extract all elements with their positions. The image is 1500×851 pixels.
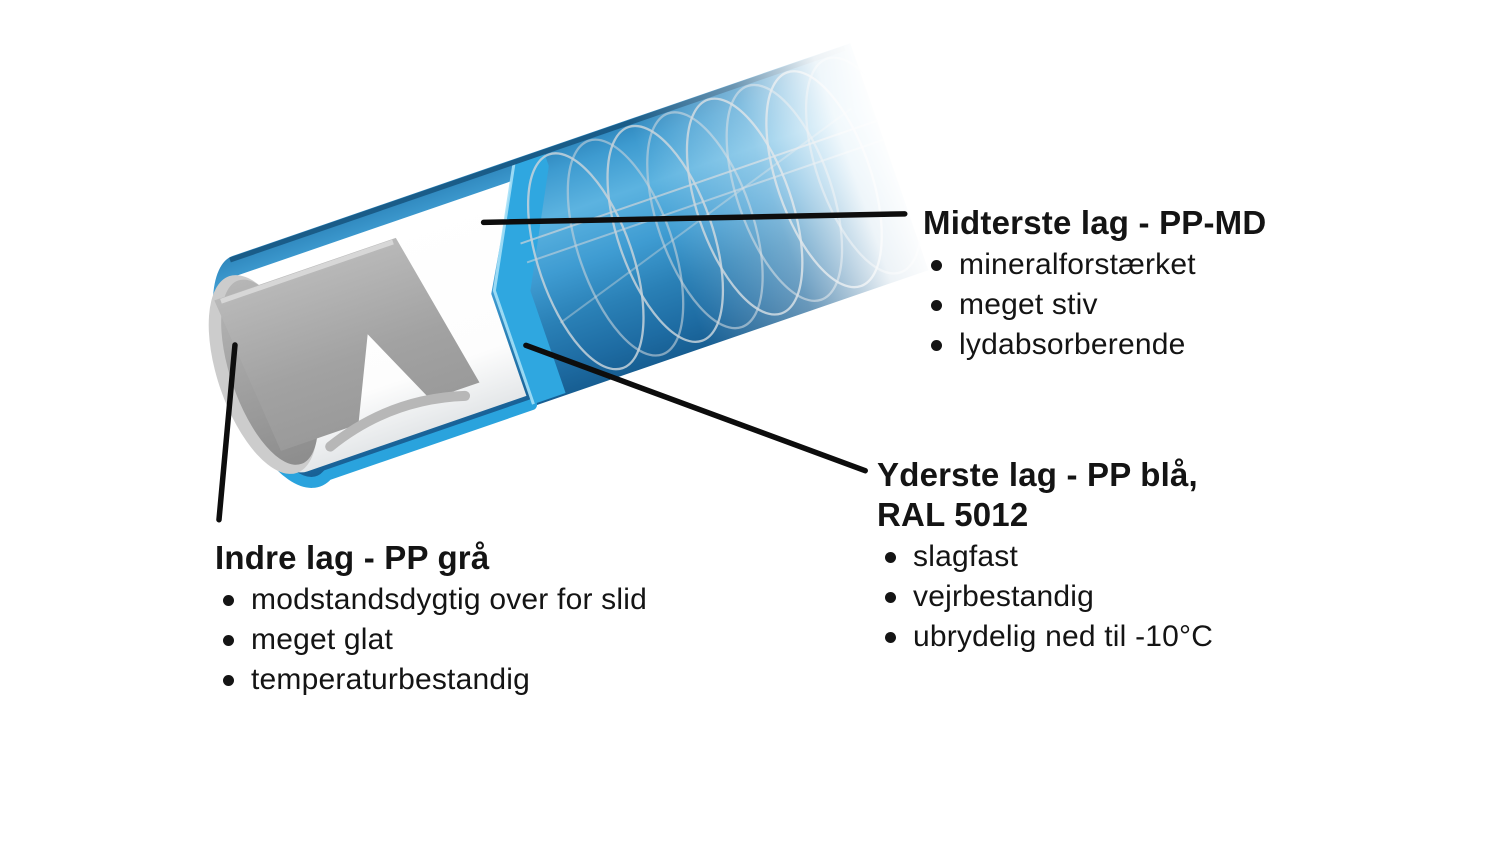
bullet-text: modstandsdygtig over for slid [251,583,647,616]
bullet-dot-icon [223,595,234,606]
leader-line-indre [216,342,238,523]
bullet-dot-icon [931,260,942,271]
bullet-dot-icon [223,635,234,646]
label-midterste-lag: Midterste lag - PP-MD mineralforstærket … [923,203,1266,365]
leader-line-yderste [523,342,868,474]
midterste-bullet: mineralforstærket [923,245,1266,285]
pipe-inner-bottom-edge [325,390,471,452]
label-yderste-lag: Yderste lag - PP blå, RAL 5012 slagfast … [877,455,1213,657]
midterste-bullet: meget stiv [923,285,1266,325]
yderste-bullet: slagfast [877,537,1213,577]
pipe-inner-layer [214,237,480,451]
pipe-cut-edge-highlight [492,163,535,405]
bullet-text: meget glat [251,623,394,656]
indre-bullet: modstandsdygtig over for slid [215,580,647,620]
bullet-text: slagfast [913,540,1018,573]
pipe-inner-top-highlight [220,239,394,304]
yderste-title-line2: RAL 5012 [877,496,1029,533]
bullet-text: mineralforstærket [959,248,1196,281]
yderste-bullet: ubrydelig ned til -10°C [877,617,1213,657]
bullet-dot-icon [885,592,896,603]
yderste-title-line1: Yderste lag - PP blå, [877,456,1198,493]
bullet-text: meget stiv [959,288,1098,321]
bullet-dot-icon [885,632,896,643]
indre-bullet: meget glat [215,620,647,660]
bullet-dot-icon [931,300,942,311]
bullet-dot-icon [931,340,942,351]
label-indre-lag: Indre lag - PP grå modstandsdygtig over … [215,538,647,700]
indre-title: Indre lag - PP grå [215,539,490,576]
midterste-title: Midterste lag - PP-MD [923,204,1267,241]
bullet-text: ubrydelig ned til -10°C [913,620,1214,653]
bullet-text: lydabsorberende [959,328,1186,361]
yderste-bullet: vejrbestandig [877,577,1213,617]
bullet-text: vejrbestandig [913,580,1095,613]
pipe-fade-overlay [620,16,948,357]
bullet-dot-icon [223,675,234,686]
indre-bullet-list: modstandsdygtig over for slid meget glat… [215,580,647,700]
midterste-bullet: lydabsorberende [923,325,1266,365]
bullet-dot-icon [885,552,896,563]
leader-line-midterste [480,211,908,226]
midterste-bullet-list: mineralforstærket meget stiv lydabsorber… [923,245,1266,365]
yderste-bullet-list: slagfast vejrbestandig ubrydelig ned til… [877,537,1213,657]
indre-bullet: temperaturbestandig [215,660,647,700]
bullet-text: temperaturbestandig [251,663,530,696]
